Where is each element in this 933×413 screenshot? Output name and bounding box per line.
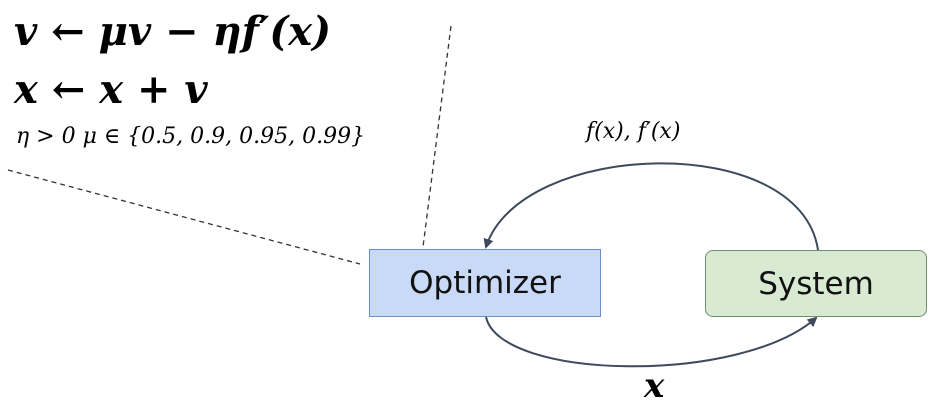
callout-dashed-line-vertical — [422, 25, 452, 248]
velocity-update-equation: v ← μv − ηf′(x) — [14, 8, 332, 55]
callout-dashed-line-diagonal — [7, 169, 361, 265]
position-update-equation: x ← x + v — [14, 66, 208, 113]
feedback-arrow — [483, 162, 819, 251]
system-label: System — [758, 265, 874, 302]
feedback-edge-label: f(x), f′(x) — [586, 119, 681, 144]
optimizer-label: Optimizer — [409, 265, 561, 301]
parameter-constraints: η > 0 μ ∈ {0.5, 0.9, 0.95, 0.99} — [16, 124, 366, 149]
optimizer-block: Optimizer — [369, 249, 601, 317]
system-block: System — [705, 250, 927, 317]
output-edge-label: x — [644, 366, 665, 406]
output-arrow — [485, 316, 818, 368]
